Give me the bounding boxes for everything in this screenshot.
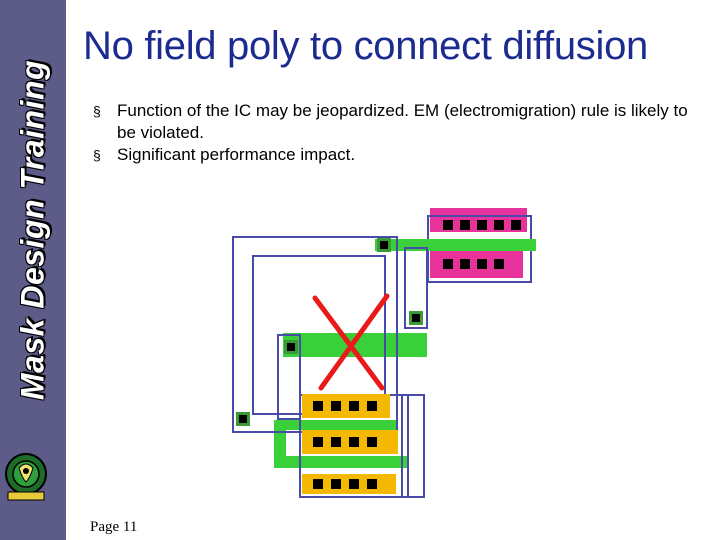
sidebar: Mask Design Training bbox=[0, 0, 66, 540]
bullet-marker: § bbox=[93, 147, 101, 163]
contact bbox=[494, 259, 504, 269]
contact bbox=[349, 437, 359, 447]
contact bbox=[443, 259, 453, 269]
contact bbox=[477, 220, 487, 230]
cross-icon bbox=[312, 293, 390, 391]
contact bbox=[511, 220, 521, 230]
contact bbox=[331, 479, 341, 489]
contact bbox=[367, 401, 377, 411]
metal-contacts bbox=[236, 238, 423, 426]
contact bbox=[477, 259, 487, 269]
slide-title: No field poly to connect diffusion bbox=[83, 24, 648, 68]
contact bbox=[313, 401, 323, 411]
contact bbox=[367, 437, 377, 447]
contact bbox=[313, 479, 323, 489]
contact bbox=[349, 479, 359, 489]
diffusion-bottom bbox=[302, 394, 398, 494]
company-logo-icon bbox=[5, 453, 47, 501]
bullet-text: Significant performance impact. bbox=[117, 145, 356, 164]
contact bbox=[494, 220, 504, 230]
bullet-text: Function of the IC may be jeopardized. E… bbox=[117, 101, 688, 142]
contact bbox=[460, 220, 470, 230]
bullet-item: § Significant performance impact. bbox=[93, 144, 693, 166]
contact bbox=[349, 401, 359, 411]
diffusion-top bbox=[427, 208, 532, 283]
bullet-marker: § bbox=[93, 103, 101, 119]
contact bbox=[313, 437, 323, 447]
contact bbox=[443, 220, 453, 230]
contact bbox=[331, 437, 341, 447]
contact bbox=[460, 259, 470, 269]
bullet-list: § Function of the IC may be jeopardized.… bbox=[93, 100, 693, 166]
page-number: Page 11 bbox=[90, 519, 138, 535]
contact bbox=[367, 479, 377, 489]
contact bbox=[331, 401, 341, 411]
bullet-item: § Function of the IC may be jeopardized.… bbox=[93, 100, 693, 144]
